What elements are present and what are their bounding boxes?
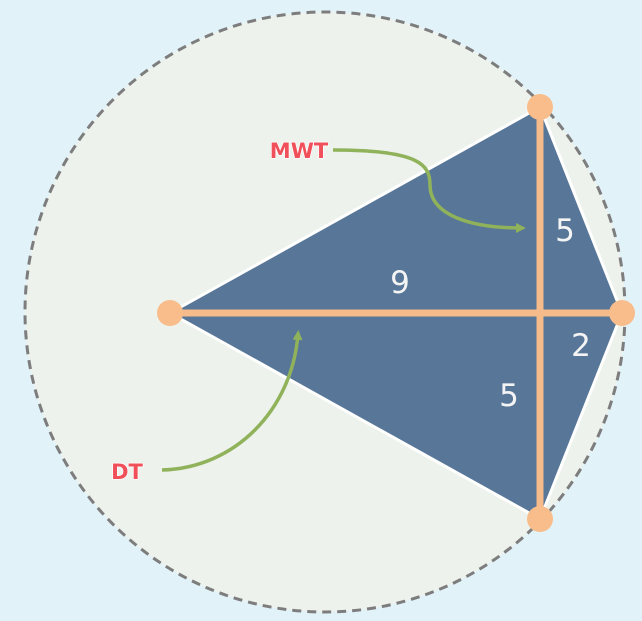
dt-arrow — [161, 330, 303, 472]
dt-label: DT — [111, 460, 143, 484]
label-lower-half: 5 — [499, 378, 519, 414]
vertex-bottom-dot — [527, 506, 553, 532]
mwt-label: MWT — [270, 139, 329, 163]
label-upper-half: 5 — [555, 213, 575, 249]
vertex-left-dot — [157, 300, 183, 326]
label-short-segment: 2 — [571, 328, 591, 364]
vertex-right-dot — [609, 300, 635, 326]
vertex-top-dot — [527, 94, 553, 120]
label-long-segment: 9 — [390, 265, 410, 301]
mwt-arrow — [332, 148, 526, 233]
